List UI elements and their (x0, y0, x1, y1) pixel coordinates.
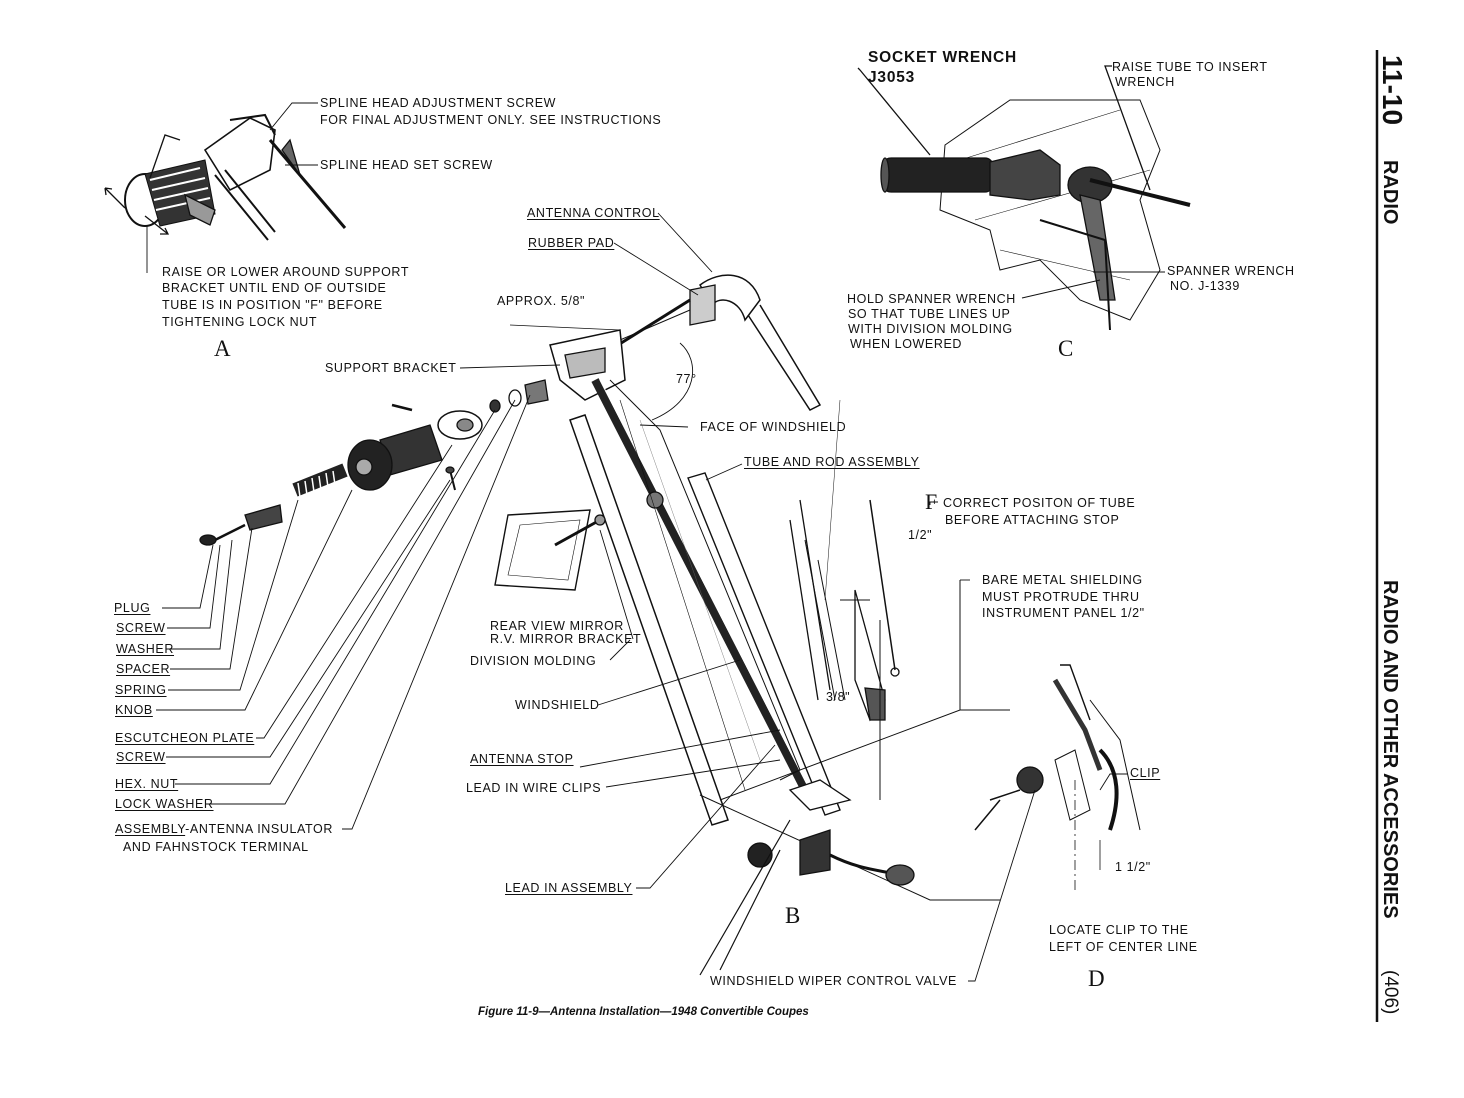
page-number: (406) (1380, 970, 1401, 1015)
rv-mirror-bracket-label: R.V. MIRROR BRACKET (490, 632, 642, 646)
rubber-pad-label: RUBBER PAD (528, 236, 615, 250)
rear-view-mirror-drawing (494, 509, 606, 591)
raise-lower-label-4: TIGHTENING LOCK NUT (162, 315, 318, 329)
exploded-parts-drawing (199, 379, 549, 546)
assembly-word: ASSEMBLY (115, 822, 186, 836)
instrument-panel-outline (879, 580, 961, 800)
view-c-illustration (857, 65, 1191, 331)
part-label-spring: SPRING (115, 683, 167, 697)
view-letter-a: A (214, 336, 231, 361)
hold-spanner-label-4: WHEN LOWERED (850, 337, 963, 351)
correct-position-label-1: CORRECT POSITON OF TUBE (943, 496, 1136, 510)
raise-tube-label-2: WRENCH (1115, 75, 1175, 89)
correct-position-label-2: BEFORE ATTACHING STOP (945, 513, 1120, 527)
page-section-number: 11-10 (1377, 55, 1408, 126)
antenna-control-assembly (609, 274, 822, 411)
support-bracket-label: SUPPORT BRACKET (325, 361, 457, 375)
raise-lower-label-3: TUBE IS IN POSITION "F" BEFORE (162, 298, 383, 312)
lead-in-assembly-label: LEAD IN ASSEMBLY (505, 881, 633, 895)
part-label-screw-2: SCREW (116, 750, 166, 764)
part-label-hex-nut: HEX. NUT (115, 777, 179, 791)
approx-label: APPROX. 5/8" (497, 294, 586, 308)
part-label-screw: SCREW (116, 621, 166, 635)
hold-spanner-label-1: HOLD SPANNER WRENCH (847, 292, 1016, 306)
lead-in-assembly-drawing (699, 779, 915, 976)
one-half-inch-label: 1 1/2" (1115, 860, 1151, 874)
bare-metal-label-3: INSTRUMENT PANEL 1/2" (982, 606, 1145, 620)
view-a-illustration (104, 113, 347, 241)
wiper-control-valve-label: WINDSHIELD WIPER CONTROL VALVE (710, 974, 957, 988)
chapter-title: RADIO AND OTHER ACCESSORIES (1379, 580, 1401, 919)
bare-metal-label-2: MUST PROTRUDE THRU (982, 590, 1140, 604)
lead-in-wire-clips-label: LEAD IN WIRE CLIPS (466, 781, 602, 795)
three-eighths-label: 3/8" (826, 690, 851, 704)
part-label-washer: WASHER (116, 642, 175, 656)
face-of-windshield-label: FACE OF WINDSHIELD (700, 420, 847, 434)
windshield-drawing (569, 379, 1010, 901)
windshield-label: WINDSHIELD (515, 698, 600, 712)
spanner-wrench-label-2: NO. J-1339 (1170, 279, 1240, 293)
part-label-assembly: ASSEMBLY-ANTENNA INSULATOR (115, 822, 333, 837)
hold-spanner-label-3: WITH DIVISION MOLDING (848, 322, 1013, 336)
antenna-tube-drawing (591, 378, 816, 802)
fahnstock-terminal-label: AND FAHNSTOCK TERMINAL (123, 840, 309, 854)
spanner-wrench-label-1: SPANNER WRENCH (1167, 264, 1295, 278)
section-title: RADIO (1379, 160, 1401, 225)
clip-label: CLIP (1130, 766, 1161, 780)
part-label-plug: PLUG (114, 601, 151, 615)
hold-spanner-label-2: SO THAT TUBE LINES UP (848, 307, 1011, 321)
raise-lower-label-1: RAISE OR LOWER AROUND SUPPORT (162, 265, 410, 279)
part-label-escutcheon-plate: ESCUTCHEON PLATE (115, 731, 255, 745)
view-d-illustration (974, 664, 1141, 890)
division-molding-label: DIVISION MOLDING (470, 654, 597, 668)
socket-wrench-label-1: SOCKET WRENCH (868, 49, 1018, 66)
rear-view-mirror-label: REAR VIEW MIRROR (490, 619, 624, 633)
antenna-insulator-word: -ANTENNA INSULATOR (185, 822, 333, 836)
view-letter-c: C (1058, 336, 1074, 361)
antenna-control-label: ANTENNA CONTROL (527, 206, 660, 220)
locate-clip-label-1: LOCATE CLIP TO THE (1049, 923, 1189, 937)
socket-wrench-label-2: J3053 (868, 69, 916, 86)
part-label-knob: KNOB (115, 703, 153, 717)
raise-lower-label-2: BRACKET UNTIL END OF OUTSIDE (162, 281, 387, 295)
support-bracket-drawing (509, 324, 626, 401)
locate-clip-label-2: LEFT OF CENTER LINE (1049, 940, 1198, 954)
tube-rod-parts-drawing (789, 499, 900, 722)
spline-adjust-label-2: FOR FINAL ADJUSTMENT ONLY. SEE INSTRUCTI… (320, 113, 662, 127)
angle-label: 77° (676, 372, 697, 386)
half-inch-label: 1/2" (908, 528, 933, 542)
view-letter-b: B (785, 903, 801, 928)
leader-lines (146, 102, 1165, 982)
part-label-spacer: SPACER (116, 662, 171, 676)
tube-and-rod-label: TUBE AND ROD ASSEMBLY (744, 455, 920, 469)
spline-adjust-label-1: SPLINE HEAD ADJUSTMENT SCREW (320, 96, 557, 110)
antenna-stop-label: ANTENNA STOP (470, 752, 574, 766)
raise-tube-label-1: RAISE TUBE TO INSERT (1112, 60, 1268, 74)
bare-metal-label-1: BARE METAL SHIELDING (982, 573, 1143, 587)
f-position-mark: F (925, 489, 938, 514)
part-label-lock-washer: LOCK WASHER (115, 797, 214, 811)
spline-set-label: SPLINE HEAD SET SCREW (320, 158, 493, 172)
figure-caption: Figure 11-9—Antenna Installation—1948 Co… (478, 1006, 809, 1018)
view-letter-d: D (1088, 966, 1105, 991)
